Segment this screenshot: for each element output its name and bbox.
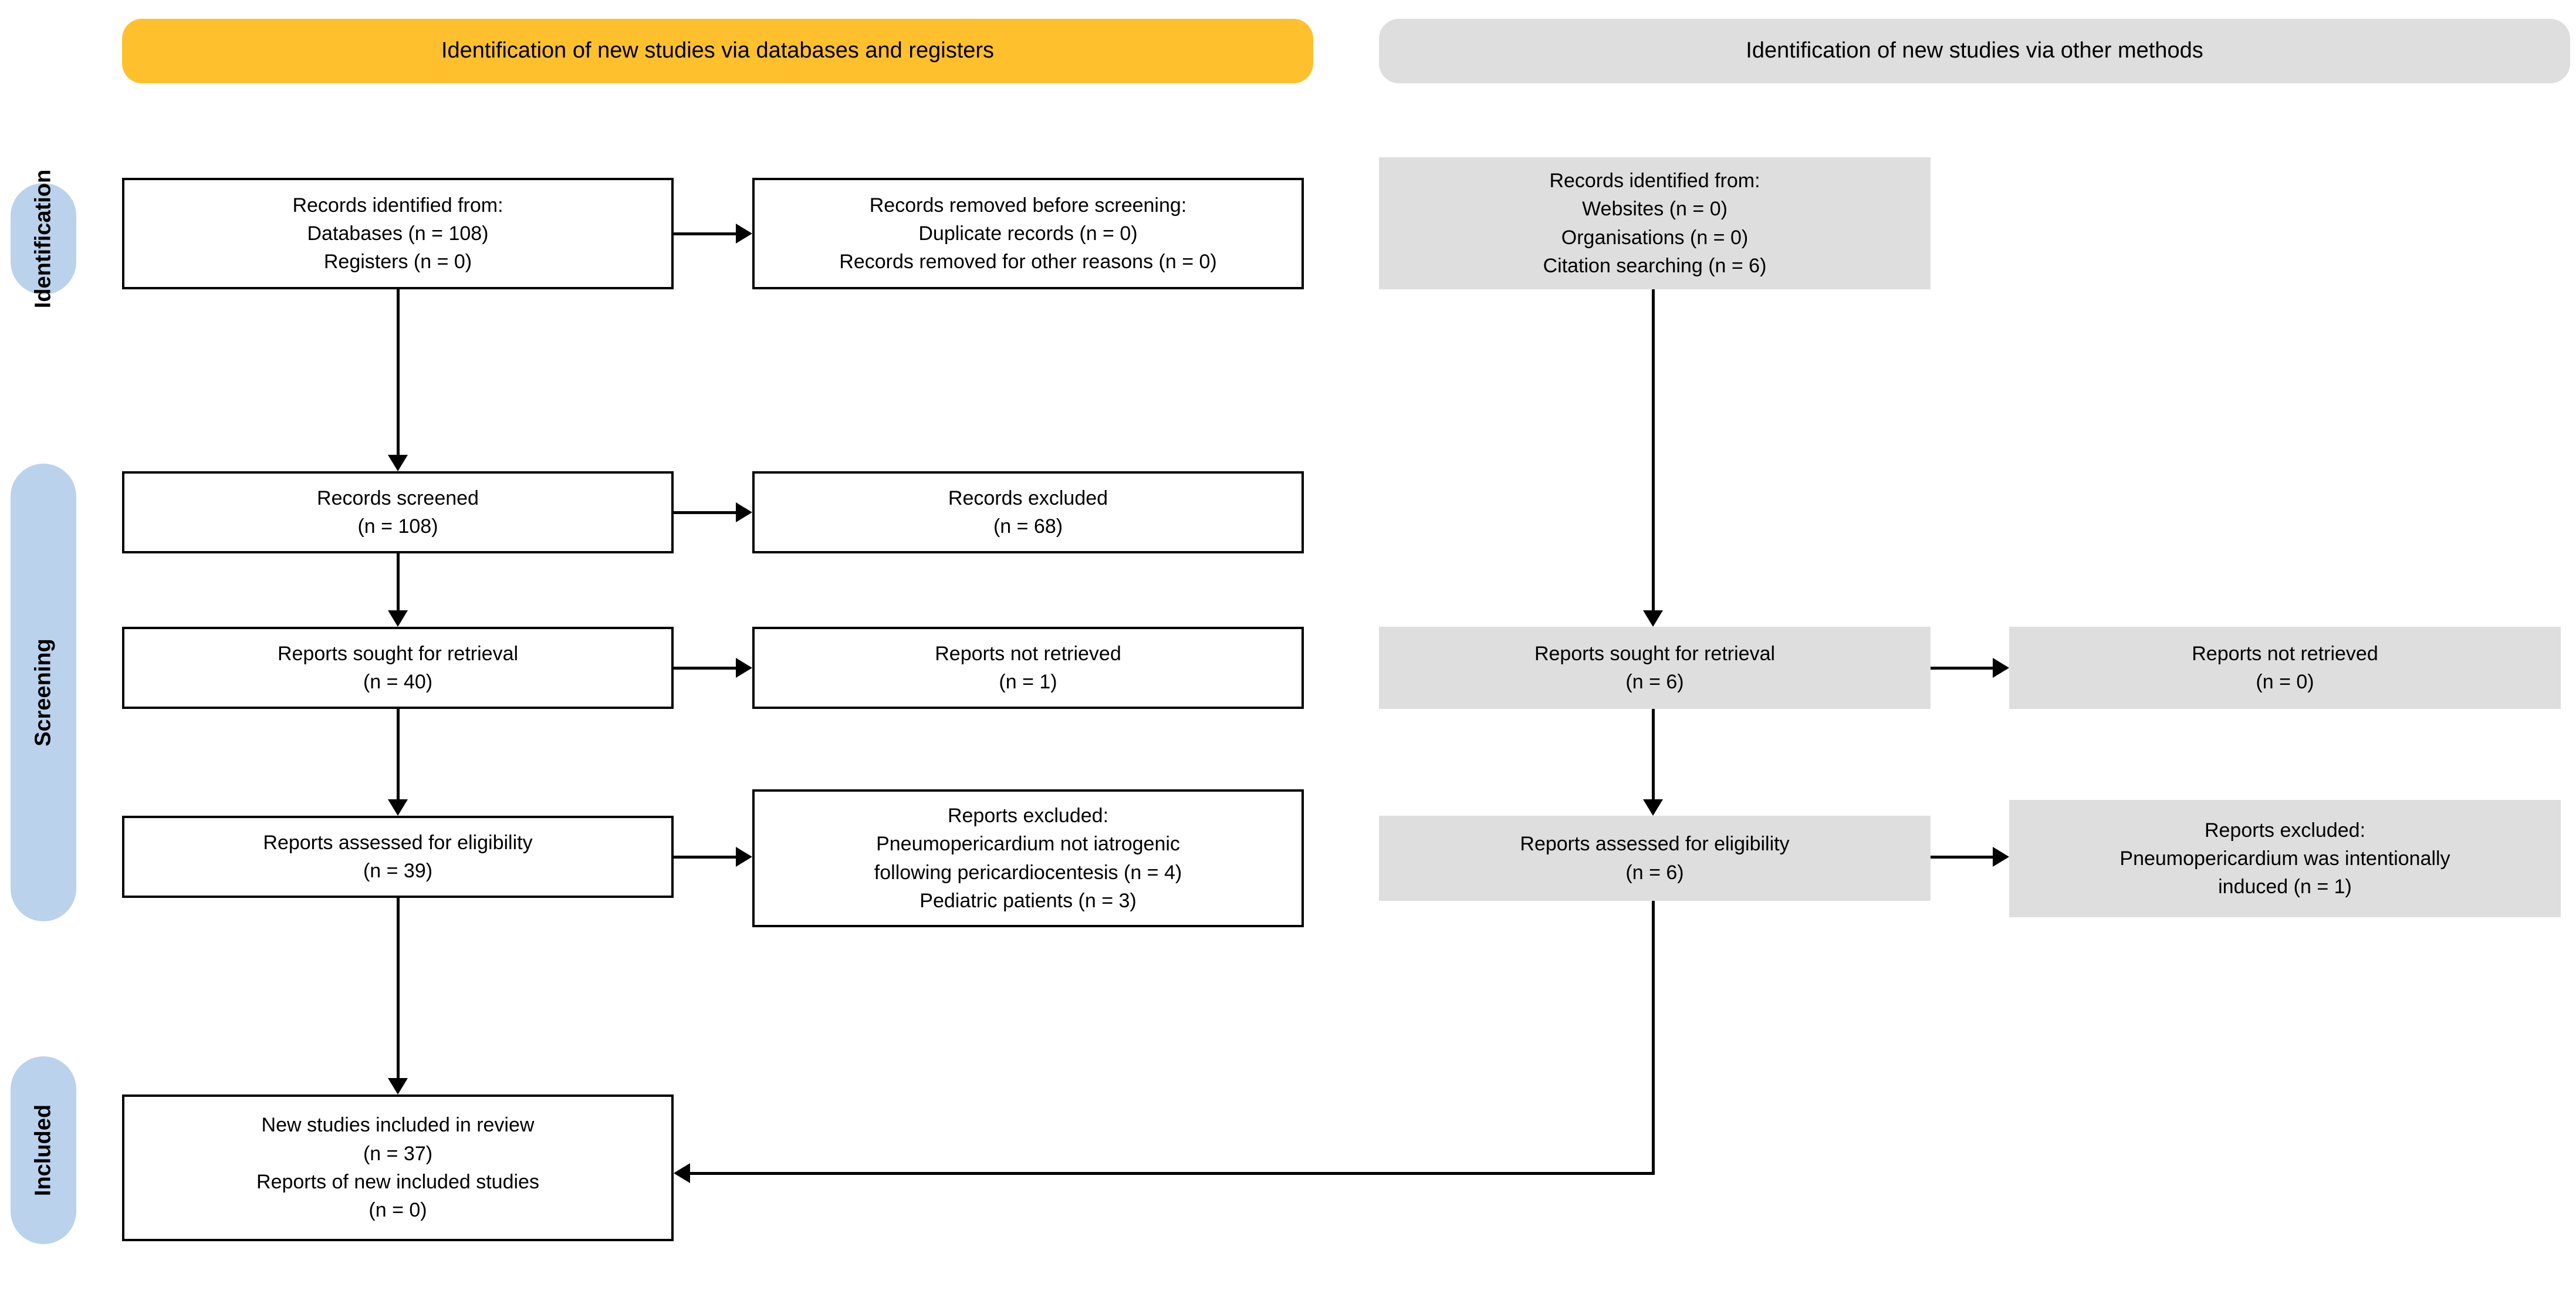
- line: Records screened: [317, 487, 479, 509]
- stage-label-included: Included: [31, 1104, 56, 1197]
- connector-other-identified-to-sought: [1652, 289, 1655, 610]
- line: (n = 1): [999, 671, 1057, 693]
- stage-pill-identification: Identification: [11, 170, 76, 308]
- line: (n = 39): [363, 860, 433, 882]
- line: Reports excluded:: [2204, 819, 2366, 842]
- connector-other-assessed-to-included-horizontal: [690, 1172, 1655, 1175]
- connector-screened-to-excluded: [674, 511, 736, 514]
- line: Reports assessed for eligibility: [1520, 833, 1790, 856]
- line: (n = 40): [363, 671, 433, 693]
- arrowhead-right-sought-to-not-retrieved: [736, 658, 752, 678]
- line: Reports assessed for eligibility: [263, 831, 533, 854]
- box-reports-assessed-other: Reports assessed for eligibility (n = 6): [1379, 816, 1931, 901]
- connector-identified-to-screened: [397, 289, 400, 455]
- banner-databases-and-registers: Identification of new studies via databa…: [122, 19, 1313, 83]
- line: following pericardiocentesis (n = 4): [874, 861, 1182, 884]
- line: Reports sought for retrieval: [277, 642, 519, 665]
- line: Citation searching (n = 6): [1543, 254, 1767, 277]
- box-records-screened: Records screened (n = 108): [122, 471, 674, 553]
- line: Reports sought for retrieval: [1534, 642, 1776, 665]
- box-reports-not-retrieved-other: Reports not retrieved (n = 0): [2009, 627, 2561, 709]
- banner-databases-label: Identification of new studies via databa…: [441, 38, 995, 63]
- line: (n = 6): [1625, 861, 1684, 884]
- banner-other-label: Identification of new studies via other …: [1746, 38, 2203, 63]
- line: (n = 0): [2256, 671, 2314, 693]
- line: Records identified from:: [1549, 169, 1760, 192]
- arrowhead-down-identified-to-screened: [388, 455, 408, 471]
- line: Registers (n = 0): [323, 251, 472, 273]
- line: Pneumopericardium was intentionally: [2119, 847, 2450, 870]
- line: (n = 108): [357, 515, 438, 538]
- stage-pill-screening: Screening: [11, 464, 76, 921]
- arrowhead-right-screened-to-excluded: [736, 502, 752, 522]
- connector-screened-to-sought: [397, 553, 400, 610]
- line: Pediatric patients (n = 3): [919, 889, 1137, 912]
- arrowhead-down-assessed-to-included: [388, 1078, 408, 1094]
- line: Records removed for other reasons (n = 0…: [839, 251, 1217, 273]
- box-reports-excluded-databases: Reports excluded: Pneumopericardium not …: [752, 789, 1304, 927]
- stage-label-identification: Identification: [31, 169, 56, 309]
- line: Reports excluded:: [947, 804, 1109, 827]
- stage-label-screening: Screening: [31, 639, 56, 746]
- line: (n = 68): [993, 515, 1063, 538]
- arrowhead-down-other-identified-to-sought: [1643, 610, 1663, 627]
- box-records-excluded: Records excluded (n = 68): [752, 471, 1304, 553]
- line: Websites (n = 0): [1582, 198, 1728, 221]
- box-reports-sought-other: Reports sought for retrieval (n = 6): [1379, 627, 1931, 709]
- line: Records excluded: [948, 487, 1108, 509]
- box-reports-sought-databases: Reports sought for retrieval (n = 40): [122, 627, 674, 709]
- box-new-studies-included: New studies included in review (n = 37) …: [122, 1094, 674, 1241]
- connector-sought-to-not-retrieved: [674, 667, 736, 670]
- line: Pneumopericardium not iatrogenic: [876, 833, 1180, 856]
- arrowhead-left-other-to-included: [674, 1163, 690, 1183]
- connector-sought-to-assessed: [397, 709, 400, 799]
- arrowhead-down-other-sought-to-assessed: [1643, 799, 1663, 816]
- connector-assessed-to-excluded: [674, 856, 736, 859]
- connector-other-sought-to-assessed: [1652, 709, 1655, 799]
- connector-other-sought-to-not-retrieved: [1931, 667, 1993, 670]
- arrowhead-right-identified-to-removed: [736, 224, 752, 244]
- arrowhead-down-screened-to-sought: [388, 610, 408, 627]
- line: Organisations (n = 0): [1561, 226, 1749, 249]
- box-reports-excluded-other: Reports excluded: Pneumopericardium was …: [2009, 800, 2561, 917]
- line: Reports of new included studies: [256, 1171, 539, 1193]
- line: (n = 6): [1625, 671, 1684, 693]
- line: New studies included in review: [261, 1114, 535, 1137]
- line: Records identified from:: [292, 194, 503, 217]
- line: Reports not retrieved: [2192, 642, 2378, 665]
- line: Duplicate records (n = 0): [918, 222, 1138, 245]
- line: (n = 37): [363, 1142, 433, 1165]
- arrowhead-down-sought-to-assessed: [388, 799, 408, 816]
- arrowhead-right-assessed-to-excluded: [736, 847, 752, 867]
- connector-other-assessed-to-included-vertical: [1652, 901, 1655, 1174]
- line: (n = 0): [369, 1199, 427, 1222]
- box-records-identified-databases: Records identified from: Databases (n = …: [122, 178, 674, 289]
- line: induced (n = 1): [2218, 876, 2352, 898]
- arrowhead-right-other-assessed-to-excluded: [1993, 847, 2009, 867]
- box-records-removed-before-screening: Records removed before screening: Duplic…: [752, 178, 1304, 289]
- box-reports-assessed-databases: Reports assessed for eligibility (n = 39…: [122, 816, 674, 898]
- connector-assessed-to-included: [397, 898, 400, 1078]
- box-reports-not-retrieved-databases: Reports not retrieved (n = 1): [752, 627, 1304, 709]
- connector-identified-to-removed: [674, 232, 736, 235]
- arrowhead-right-other-sought-to-not-retrieved: [1993, 658, 2009, 678]
- line: Reports not retrieved: [935, 642, 1121, 665]
- connector-other-assessed-to-excluded: [1931, 856, 1993, 859]
- box-records-identified-other: Records identified from: Websites (n = 0…: [1379, 157, 1931, 289]
- banner-other-methods: Identification of new studies via other …: [1379, 19, 2570, 83]
- stage-pill-included: Included: [11, 1056, 76, 1244]
- line: Databases (n = 108): [307, 222, 489, 245]
- line: Records removed before screening:: [869, 194, 1187, 217]
